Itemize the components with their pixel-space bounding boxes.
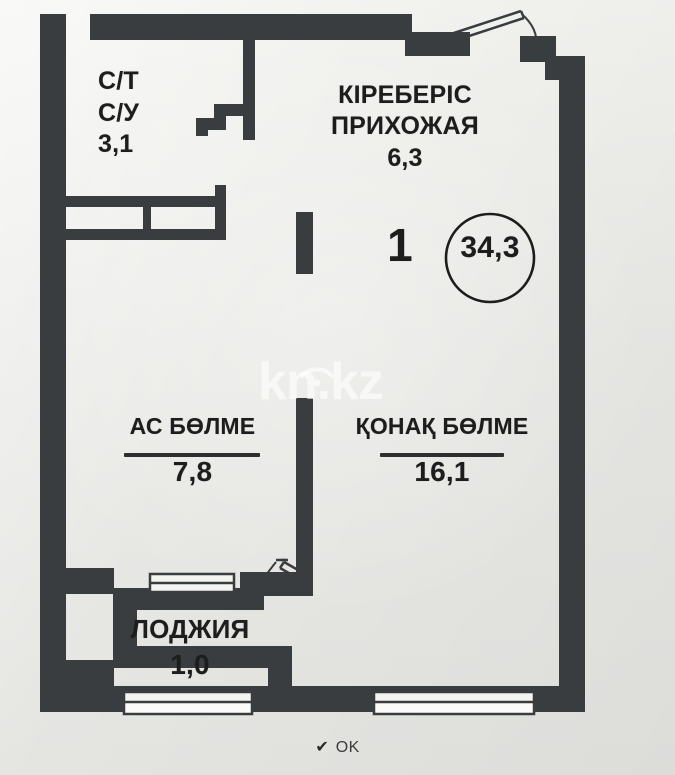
status-bar: ✔ OK (0, 721, 675, 775)
total-area-circle (444, 212, 536, 304)
rooms-count: 1 (387, 219, 413, 271)
room-label-hallway: КІРЕБЕРІС ПРИХОЖАЯ 6,3 (280, 80, 530, 174)
kitchen-label-kk: АС БӨЛМЕ (129, 413, 256, 439)
living-area: 16,1 (414, 455, 470, 487)
exterior-walls (40, 14, 585, 712)
room-label-living: ҚОНАҚ БӨЛМЕ 16,1 (326, 413, 558, 487)
room-label-loggia: ЛОДЖИЯ 1,0 (92, 614, 288, 681)
interior-walls (66, 32, 313, 690)
kitchen-label-underline (124, 453, 260, 457)
entrance-door (409, 9, 538, 56)
living-label-kk: ҚОНАҚ БӨЛМЕ (355, 413, 529, 439)
loggia-door (257, 558, 314, 589)
bathroom-label-kk: С/Т (98, 67, 139, 95)
bathroom-area: 3,1 (98, 130, 134, 158)
bathroom-label-ru: С/У (98, 98, 140, 127)
loggia-area: 1,0 (170, 649, 210, 681)
room-label-bathroom: С/Т С/У 3,1 (98, 66, 228, 161)
loggia-label-ru: ЛОДЖИЯ (130, 614, 250, 644)
hallway-label-kk: КІРЕБЕРІС (338, 81, 472, 109)
hallway-label-ru: ПРИХОЖАЯ (331, 112, 479, 141)
total-area-value: 34,3 (460, 231, 520, 264)
living-label-underline (380, 453, 504, 457)
doors (257, 9, 538, 589)
hallway-area: 6,3 (387, 143, 423, 172)
status-label: OK (335, 739, 360, 756)
room-label-kitchen: АС БӨЛМЕ 7,8 (95, 413, 290, 487)
kitchen-area: 7,8 (172, 455, 213, 487)
check-icon: ✔ (315, 739, 329, 756)
windows (122, 572, 536, 716)
